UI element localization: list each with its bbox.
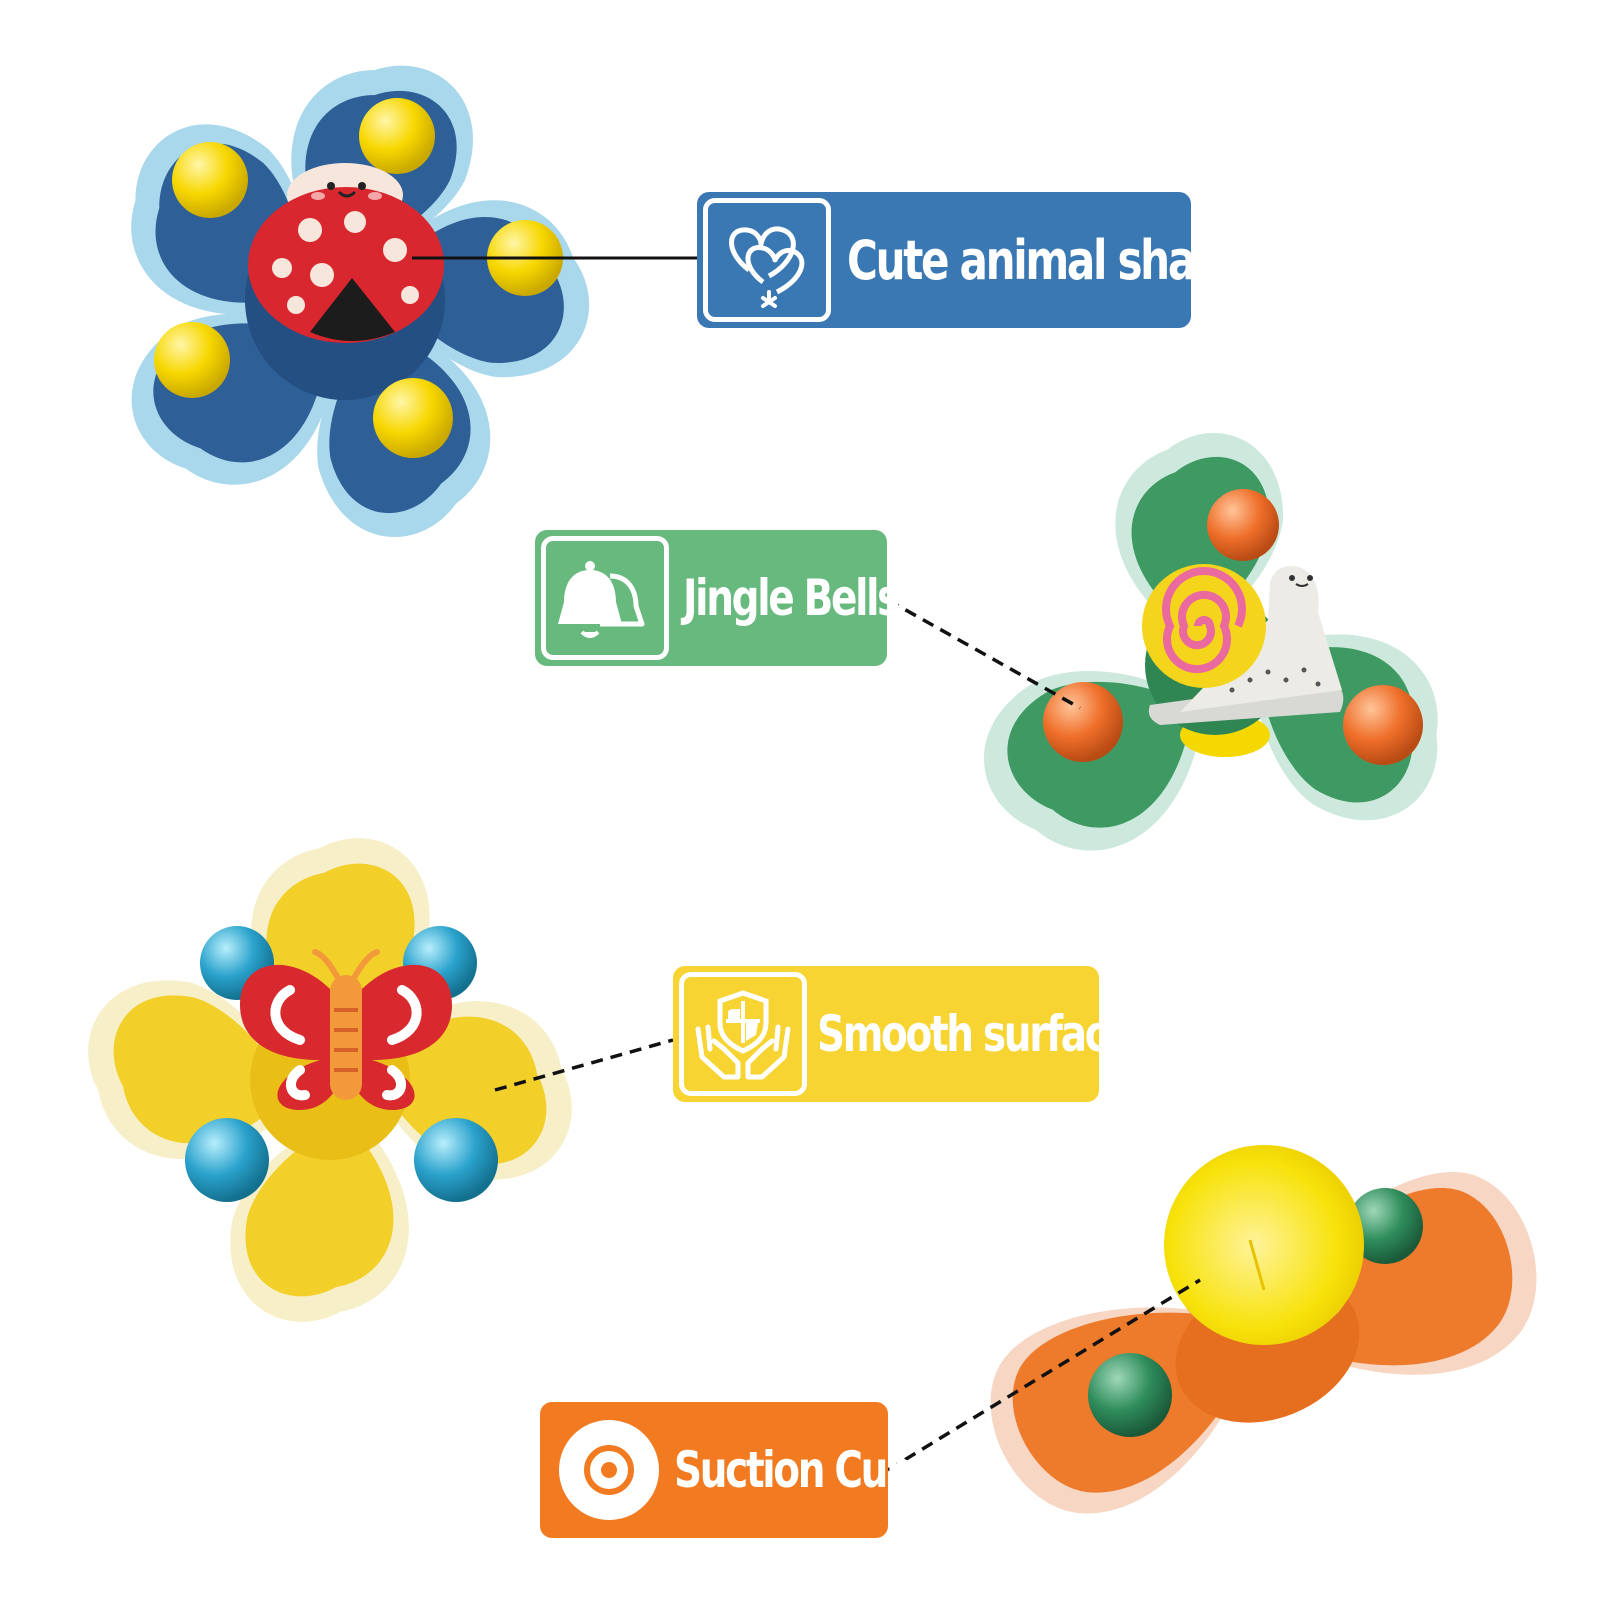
badge-suction-cup: Suction Cup (540, 1402, 914, 1538)
snail-spinner (984, 433, 1438, 851)
badge-label: Jingle Bells (683, 569, 900, 627)
shield-hands-icon (679, 972, 807, 1096)
badge-smooth-surface: Smooth surface (673, 966, 1132, 1102)
snail (1142, 564, 1344, 725)
ladybug-spinner (131, 65, 590, 537)
suction-cup (1164, 1145, 1364, 1345)
bells-icon (541, 536, 669, 660)
badge-cute-animal-shapes: Cute animal shapes (697, 192, 1273, 328)
connector-lines (412, 256, 1201, 1472)
suction-target-icon (554, 1415, 664, 1525)
badge-jingle-bells: Jingle Bells (535, 530, 900, 666)
suction-cup-spinner (990, 1145, 1537, 1514)
badge-label: Cute animal shapes (847, 228, 1273, 292)
badge-label: Suction Cup (674, 1441, 914, 1499)
butterfly-spinner (88, 838, 572, 1322)
orange-balls (1043, 489, 1423, 765)
hearts-balloon-icon (703, 198, 831, 322)
green-balls (1088, 1188, 1423, 1437)
badge-label: Smooth surface (817, 1005, 1132, 1063)
butterfly (240, 949, 452, 1110)
ladybug (248, 163, 444, 343)
